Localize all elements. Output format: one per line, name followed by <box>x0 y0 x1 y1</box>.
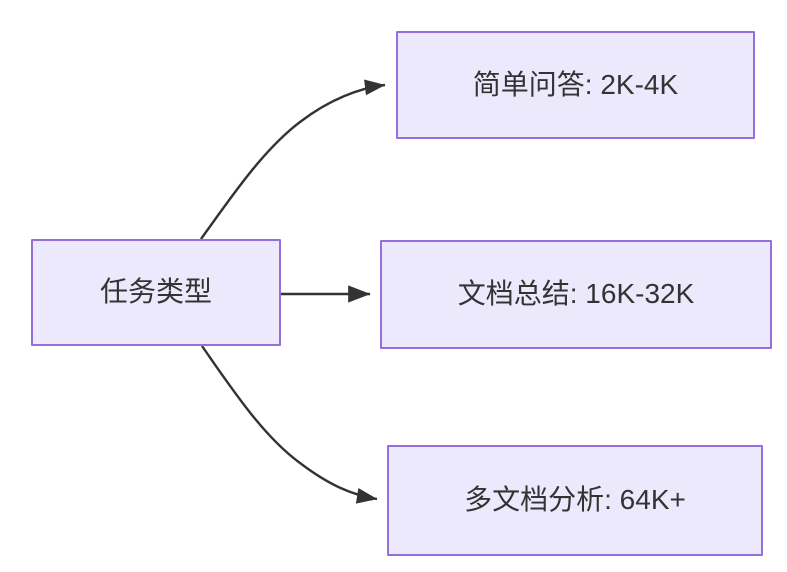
node-multi-doc[interactable]: 多文档分析: 64K+ <box>387 445 763 556</box>
edge-task-type-to-multi-doc <box>201 345 378 504</box>
node-simple-qa[interactable]: 简单问答: 2K-4K <box>396 31 755 139</box>
node-doc-summary[interactable]: 文档总结: 16K-32K <box>380 240 772 349</box>
node-simple-qa-label: 简单问答: 2K-4K <box>472 68 679 100</box>
node-multi-doc-label: 多文档分析: 64K+ <box>464 484 686 516</box>
edge-task-type-to-simple-qa <box>200 79 386 240</box>
node-task-type[interactable]: 任务类型 <box>31 239 281 346</box>
node-doc-summary-label: 文档总结: 16K-32K <box>457 278 695 310</box>
node-task-type-label: 任务类型 <box>99 276 212 308</box>
